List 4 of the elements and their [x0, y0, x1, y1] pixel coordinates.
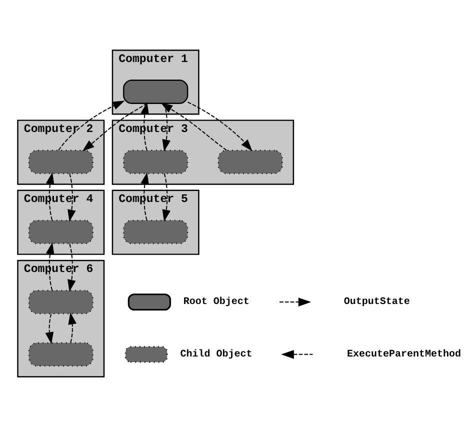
legend-label: Root Object — [183, 296, 250, 308]
legend-label: OutputState — [344, 296, 410, 308]
legend-label: ExecuteParentMethod — [346, 348, 461, 360]
legend-label: Child Object — [180, 348, 252, 360]
